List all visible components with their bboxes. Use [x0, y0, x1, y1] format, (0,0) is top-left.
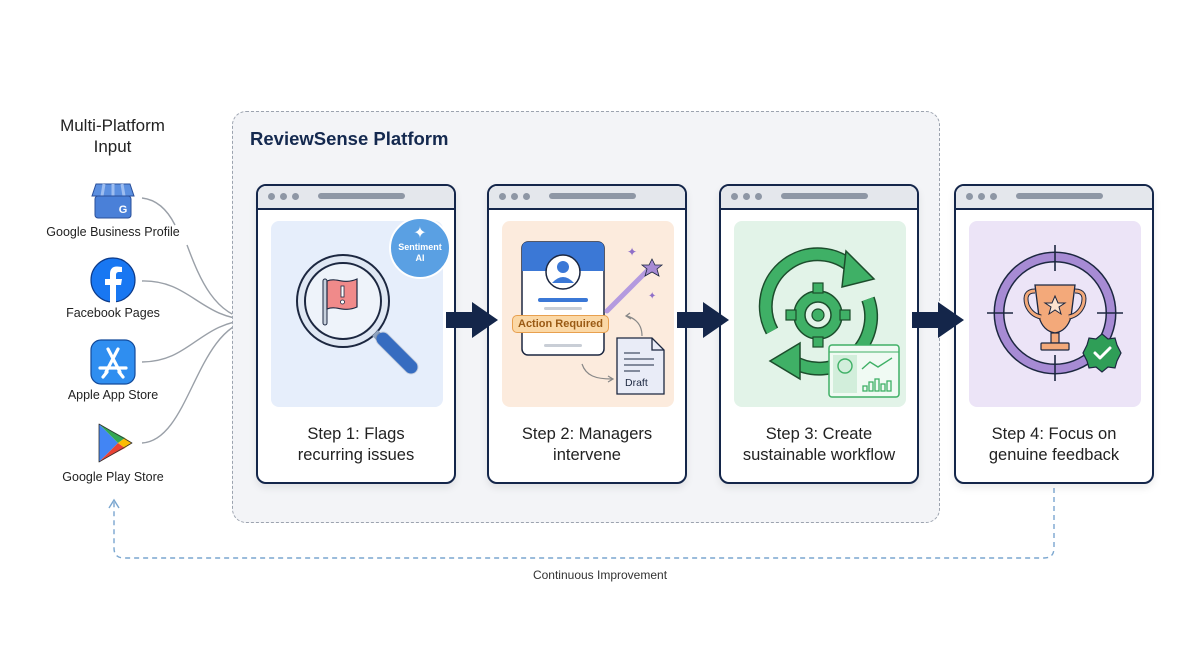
step-card-3[interactable]: Step 3: Create sustainable workflow [719, 184, 919, 484]
facebook-icon [90, 257, 136, 303]
input-title-line1: Multi-Platform [60, 116, 165, 135]
window-bar [956, 186, 1152, 210]
step-subtitle: intervene [553, 446, 621, 464]
loop-line [113, 488, 1055, 559]
window-dot [755, 193, 762, 200]
step-arrow-right-icon [677, 302, 729, 338]
source-label: Apple App Store [67, 388, 159, 402]
step-illustration-panel: ✦ Sentiment AI [271, 217, 451, 407]
magnifier-flag-icon [296, 254, 419, 375]
window-dot [511, 193, 518, 200]
url-bar [1016, 193, 1103, 199]
sparkle-icon: ✦ [413, 225, 427, 242]
window-dot [978, 193, 985, 200]
manager-profile-icon: ✦ ✦ [521, 241, 665, 395]
action-required-tag: Action Required [512, 315, 609, 333]
step-illustration-panel: ✦ ✦ Action Required Draft [502, 221, 674, 407]
window-dot [268, 193, 275, 200]
url-bar [781, 193, 868, 199]
window-bar [258, 186, 454, 210]
connector-line [141, 197, 176, 226]
window-dot [990, 193, 997, 200]
window-dot [523, 193, 530, 200]
badge-text: AI [415, 253, 425, 263]
source-google-play-store[interactable]: Google Play Store [23, 421, 203, 484]
step-card-4[interactable]: Step 4: Focus on genuine feedback [954, 184, 1154, 484]
svg-text:✦: ✦ [627, 245, 637, 259]
badge-text: Sentiment [398, 242, 442, 252]
loop-arrowhead [108, 498, 120, 509]
step-caption: Step 2: Managers intervene [489, 424, 685, 466]
step-subtitle: genuine feedback [988, 446, 1120, 464]
step-title: Step 1: Flags [307, 425, 405, 443]
url-bar [318, 193, 405, 199]
step-caption: Step 4: Focus on genuine feedback [956, 424, 1152, 466]
source-google-business-profile[interactable]: G Google Business Profile [23, 176, 203, 239]
step-arrow-right-icon [446, 302, 498, 338]
input-title-line2: Input [93, 137, 132, 156]
step-caption: Step 3: Create sustainable workflow [721, 424, 917, 466]
window-dot [499, 193, 506, 200]
window-bar [489, 186, 685, 210]
workflow-cycle-icon [758, 247, 900, 398]
connector-line [141, 319, 251, 444]
window-dot [966, 193, 973, 200]
url-bar [549, 193, 636, 199]
step-title: Step 3: Create [765, 425, 873, 443]
svg-text:✦: ✦ [648, 291, 656, 302]
step-subtitle: recurring issues [297, 446, 415, 464]
source-facebook-pages[interactable]: Facebook Pages [23, 257, 203, 320]
sentiment-ai-badge: ✦ Sentiment AI [389, 217, 451, 279]
source-label: Facebook Pages [66, 306, 160, 320]
google-play-icon [98, 423, 133, 463]
step-title: Step 2: Managers [521, 425, 653, 443]
step-subtitle: sustainable workflow [742, 446, 896, 464]
step-illustration-panel [969, 221, 1141, 407]
platform-title: ReviewSense Platform [250, 128, 449, 149]
step-card-1[interactable]: ✦ Sentiment AI Step 1: Flags recurring i… [256, 184, 456, 484]
source-label: Google Business Profile [46, 225, 180, 239]
window-dot [280, 193, 287, 200]
window-bar [721, 186, 917, 210]
step-title: Step 4: Focus on [991, 425, 1117, 443]
draft-label: Draft [625, 377, 648, 389]
source-apple-app-store[interactable]: Apple App Store [23, 339, 203, 402]
step-arrow-right-icon [912, 302, 964, 338]
step-card-2[interactable]: ✦ ✦ Action Required Draft Step 2: Manage… [487, 184, 687, 484]
step-caption: Step 1: Flags recurring issues [258, 424, 454, 466]
app-store-icon [90, 339, 136, 385]
window-dot [731, 193, 738, 200]
window-dot [292, 193, 299, 200]
google-business-profile-icon: G [91, 183, 135, 219]
continuous-improvement-label: Continuous Improvement [532, 568, 668, 582]
source-label: Google Play Store [62, 470, 164, 484]
input-title: Multi-Platform Input [30, 115, 195, 157]
target-trophy-icon [987, 245, 1123, 381]
svg-text:G: G [119, 204, 128, 216]
window-dot [743, 193, 750, 200]
step-illustration-panel [734, 221, 906, 407]
